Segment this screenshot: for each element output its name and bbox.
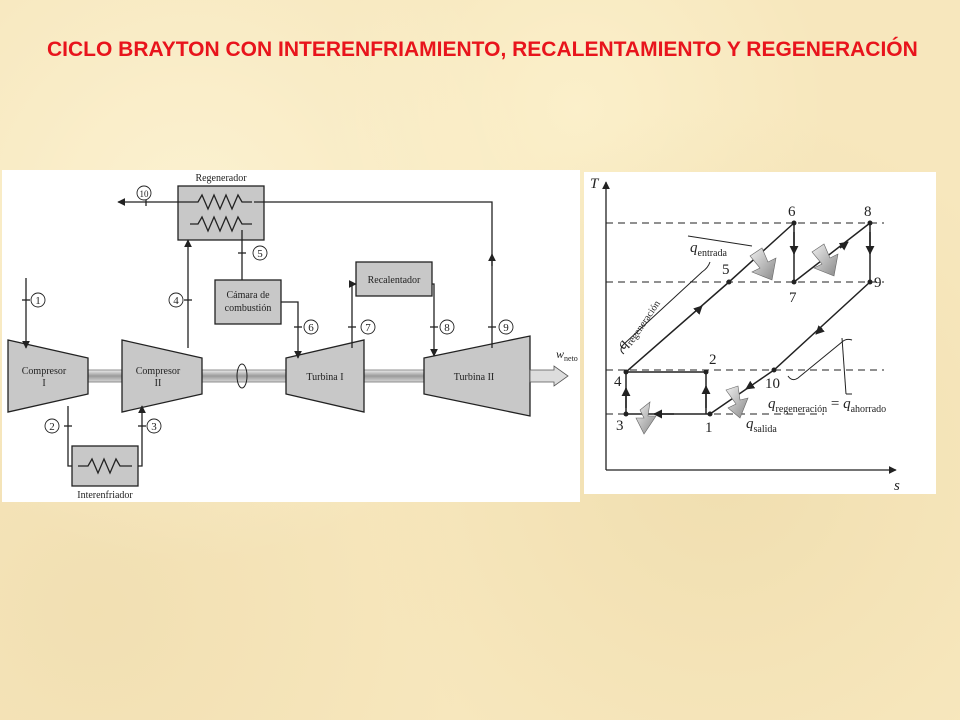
- ts-diagram: T s: [584, 172, 936, 494]
- point-1-label: 1: [705, 420, 713, 436]
- state-6-label: 6: [308, 322, 314, 334]
- turbine-1-label: Turbina I: [306, 372, 343, 383]
- process-4-5-6: [625, 222, 795, 373]
- point-5: [726, 279, 732, 285]
- flow-9: [254, 201, 493, 348]
- regenerator-coil-top: [190, 193, 252, 211]
- regen-brace-right: [787, 338, 853, 381]
- heat-in-arrow-1: [749, 247, 777, 281]
- state-2-label: 2: [49, 421, 55, 433]
- q-regen-label: qregeneración: [614, 294, 663, 354]
- state-3-label: 3: [151, 421, 157, 433]
- point-2-label: 2: [709, 352, 717, 368]
- state-1-label: 1: [35, 295, 41, 307]
- brayton-schematic: 1 2 3 4 5 6 7 8 9 10 Regenerador Cámara …: [2, 170, 580, 502]
- regenerator-label: Regenerador: [195, 173, 247, 184]
- regenerator: [177, 185, 265, 241]
- flow-6: [281, 301, 302, 359]
- point-10-label: 10: [765, 376, 780, 392]
- point-3: [623, 411, 629, 417]
- regen-leader-1: [841, 337, 847, 395]
- state-8-marker: [439, 319, 455, 335]
- regenerator-coil-bottom: [190, 215, 252, 233]
- point-8: [867, 220, 873, 226]
- state-2-marker: [44, 418, 60, 434]
- compressor-2: [121, 339, 203, 413]
- turbine-2-label: Turbina II: [454, 372, 494, 383]
- heat-out-arrow-2: [725, 385, 749, 419]
- compressor-2-label-1: Compresor: [136, 366, 181, 377]
- combustion-chamber: [214, 279, 282, 325]
- point-8-label: 8: [864, 204, 872, 220]
- state-6-marker: [303, 319, 319, 335]
- regen-brace-left: [620, 261, 711, 355]
- turbine-2: [423, 335, 531, 417]
- combustion-label-1: Cámara de: [226, 290, 270, 301]
- combustion-label-2: combustión: [225, 303, 272, 314]
- q-out-label: qsalida: [746, 416, 777, 435]
- reheater: [355, 261, 433, 297]
- point-6: [791, 220, 797, 226]
- compressor-1-label-2: I: [42, 378, 45, 389]
- point-3-label: 3: [616, 418, 624, 434]
- ts-diagram-svg: T s: [590, 176, 900, 494]
- state-10-label: 10: [140, 189, 150, 199]
- page-title: CICLO BRAYTON CON INTERENFRIAMIENTO, REC…: [47, 38, 918, 61]
- q-in-label: qentrada: [690, 240, 727, 259]
- state-4-label: 4: [173, 295, 179, 307]
- state-3-marker: [146, 418, 162, 434]
- state-9-marker: [498, 319, 514, 335]
- shaft-coupling: [236, 363, 248, 389]
- point-1: [707, 411, 713, 417]
- point-5-label: 5: [722, 262, 730, 278]
- state-7-label: 7: [365, 322, 371, 334]
- s-axis-label: s: [894, 478, 900, 494]
- process-7-8: [793, 222, 871, 283]
- q-regen-saved-label: qregeneración = qahorrado: [768, 396, 886, 415]
- state-7-marker: [360, 319, 376, 335]
- state-8-label: 8: [444, 322, 450, 334]
- point-7-label: 7: [789, 290, 797, 306]
- intercooler-label: Interenfriador: [77, 490, 133, 501]
- heat-out-arrow-1: [635, 401, 657, 435]
- state-5-label: 5: [257, 248, 263, 260]
- reheater-label: Recalentador: [368, 275, 421, 286]
- point-9: [867, 279, 873, 285]
- heat-in-arrow-2: [811, 243, 839, 277]
- net-work-arrow: [529, 365, 569, 387]
- compressor-1: [7, 339, 89, 413]
- state-1-marker: [30, 292, 46, 308]
- intercooler-coil: [78, 457, 132, 475]
- compressor-2-label-2: II: [155, 378, 162, 389]
- turbine-1: [285, 339, 365, 413]
- point-2: [703, 369, 709, 375]
- point-10: [771, 367, 777, 373]
- state-4-marker: [168, 292, 184, 308]
- net-work-label: wneto: [556, 347, 578, 363]
- flow-8: [430, 283, 438, 357]
- point-4-label: 4: [614, 374, 622, 390]
- t-axis-label: T: [590, 176, 600, 192]
- state-10-marker: [136, 185, 152, 201]
- compressor-1-label-1: Compresor: [22, 366, 67, 377]
- state-5-marker: [252, 245, 268, 261]
- point-9-label: 9: [874, 275, 882, 291]
- state-9-label: 9: [503, 322, 509, 334]
- point-6-label: 6: [788, 204, 796, 220]
- point-4: [623, 369, 629, 375]
- schematic-svg: 1 2 3 4 5 6 7 8 9 10 Regenerador Cámara …: [7, 173, 578, 501]
- point-7: [791, 279, 797, 285]
